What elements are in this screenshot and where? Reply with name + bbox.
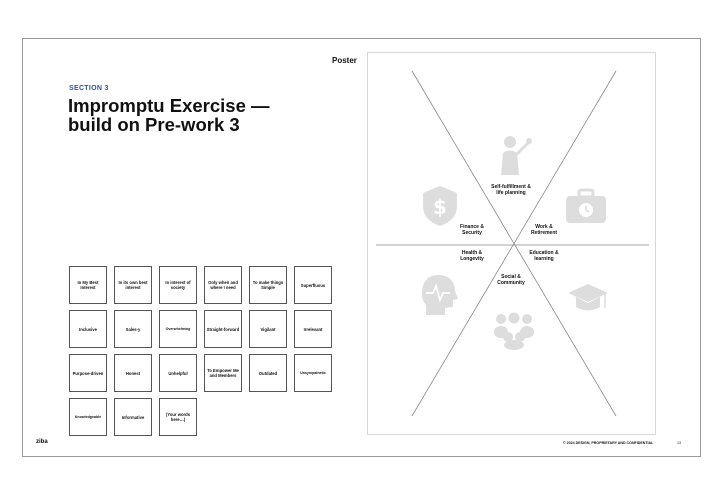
copyright-text: © 2024 DESIGN, PROPRIETARY AND CONFIDENT… (563, 441, 654, 445)
poster-label: Poster (332, 56, 357, 65)
word-card[interactable]: Straight-forward (204, 310, 242, 348)
word-card[interactable]: Only when and where I need (204, 266, 242, 304)
page-title: Impromptu Exercise — build on Pre-work 3 (68, 96, 328, 134)
slide: SECTION 3 Impromptu Exercise — build on … (22, 38, 701, 457)
label-social-community: Social & Community (497, 274, 525, 286)
person-goal-icon (501, 136, 532, 175)
word-cards-grid: In My Best Interest In its own best inte… (69, 266, 339, 436)
label-health-longevity: Health & Longevity (460, 250, 484, 262)
word-card[interactable]: Outdated (249, 354, 287, 392)
word-card[interactable]: Unhelpful (159, 354, 197, 392)
word-card[interactable]: In interest of society (159, 266, 197, 304)
word-card[interactable]: Honest (114, 354, 152, 392)
money-shield-icon: $ (423, 186, 457, 226)
word-card[interactable]: Sales-y (114, 310, 152, 348)
graduation-cap-icon (568, 284, 608, 311)
title-line-2: build on Pre-work 3 (68, 114, 240, 135)
poster: $ Self-fulfillment & life (367, 52, 656, 435)
page-number: 13 (677, 441, 681, 445)
section-label: SECTION 3 (69, 85, 109, 92)
word-card[interactable]: In My Best Interest (69, 266, 107, 304)
word-card[interactable]: Purpose-driven (69, 354, 107, 392)
title-line-1: Impromptu Exercise — (68, 95, 270, 116)
ziba-logo: ziba (36, 439, 48, 445)
label-self-fulfillment: Self-fulfillment & life planning (491, 184, 531, 196)
word-card[interactable]: Unsympathetic (294, 354, 332, 392)
word-card[interactable]: Inclusive (69, 310, 107, 348)
diagonal-line (411, 70, 617, 417)
briefcase-clock-icon (566, 188, 606, 223)
svg-text:$: $ (433, 195, 447, 219)
word-card[interactable]: Knowledgeable (69, 398, 107, 436)
word-card[interactable]: In its own best interest (114, 266, 152, 304)
word-card[interactable]: Informative (114, 398, 152, 436)
word-card[interactable]: (Your words here…) (159, 398, 197, 436)
word-card[interactable]: Superfluous (294, 266, 332, 304)
label-work-retirement: Work & Retirement (530, 224, 558, 236)
word-card[interactable]: Irrelevant (294, 310, 332, 348)
word-card[interactable]: Overwhelming (159, 310, 197, 348)
label-education-learning: Education & learning (529, 250, 559, 262)
group-people-icon (494, 312, 534, 350)
poster-lines (376, 70, 649, 417)
word-card[interactable]: Vigilant (249, 310, 287, 348)
head-heartbeat-icon (421, 275, 458, 315)
label-finance-security: Finance & Security (460, 224, 484, 236)
word-card[interactable]: To make things Simple (249, 266, 287, 304)
word-card[interactable]: To Empower Me and Members (204, 354, 242, 392)
